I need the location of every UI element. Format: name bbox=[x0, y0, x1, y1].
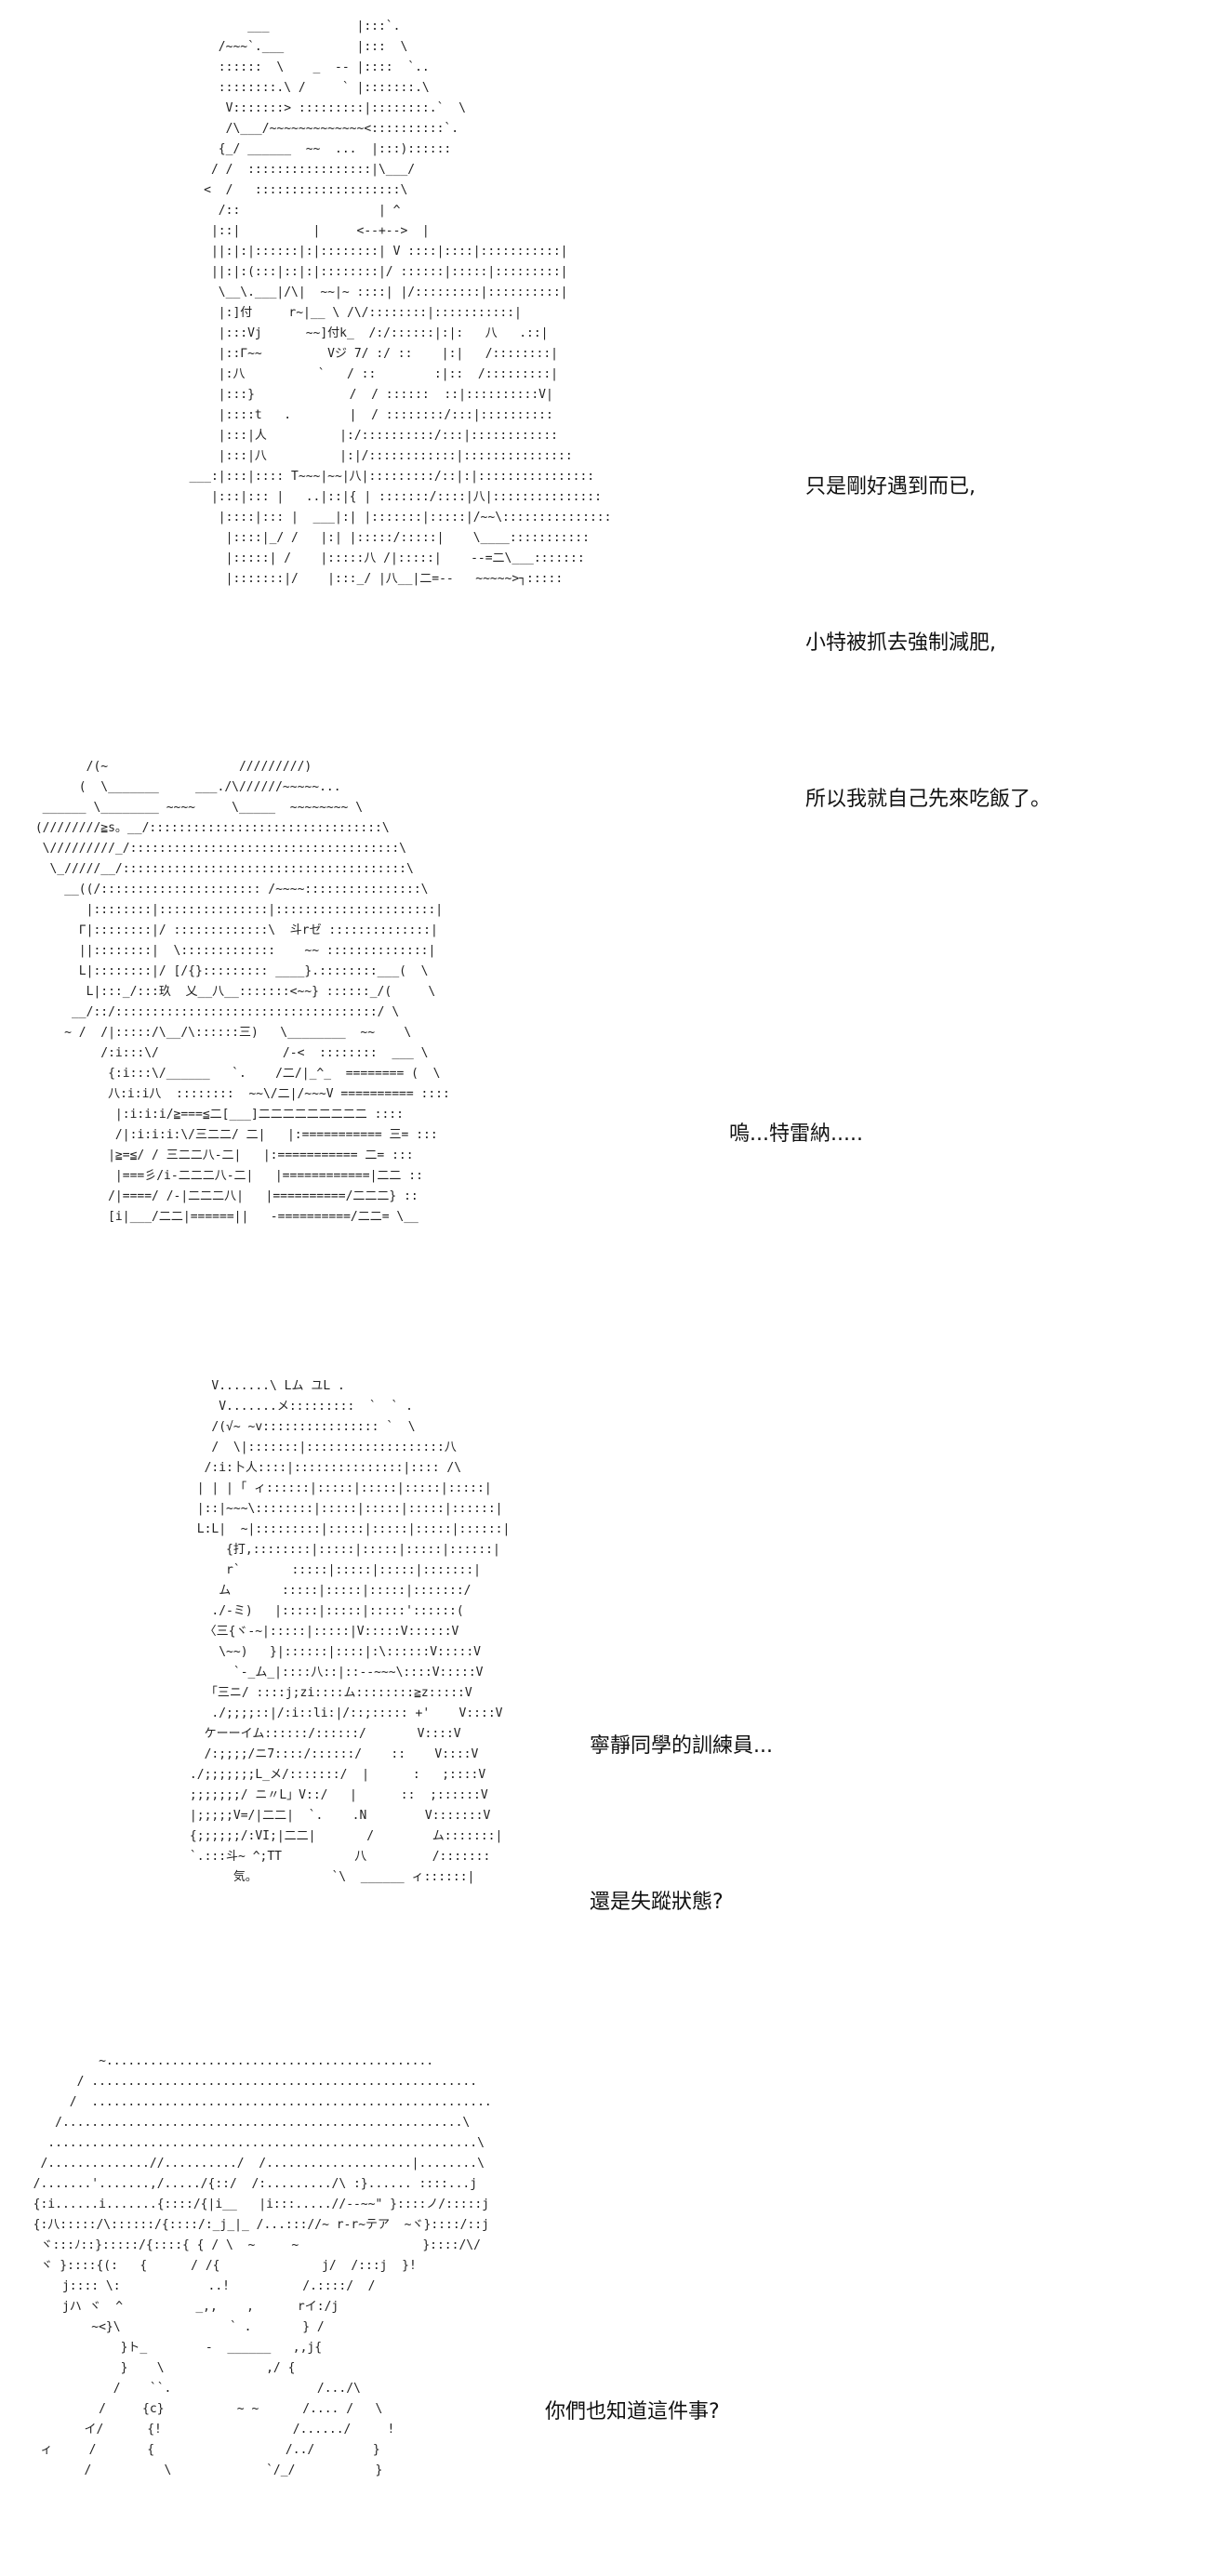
ascii-art-character: /(~ /////////) ( \_______ ___./\//////~~… bbox=[34, 760, 450, 1224]
ascii-art-character: ___ |:::`. /~~~`.___ |::: \ :::::: \ _ -… bbox=[189, 20, 612, 586]
panel-2: /(~ /////////) ( \_______ ___./\//////~~… bbox=[0, 744, 1209, 1348]
panel-4: ~.......................................… bbox=[0, 2046, 1209, 2576]
dialogue-text: 寧靜同學的訓練員... 還是失蹤狀態? bbox=[590, 1616, 773, 2033]
dialogue-line: 只是剛好遇到而已, bbox=[805, 475, 976, 498]
panel-1: ___ |:::`. /~~~`.___ |::: \ :::::: \ _ -… bbox=[0, 0, 1209, 811]
dialogue-text: 嗚...特雷納..... bbox=[729, 1004, 863, 1265]
dialogue-text: 只是剛好遇到而已, 小特被抓去強制減肥, 所以我就自己先來吃飯了。 bbox=[805, 357, 1051, 930]
dialogue-line: 還是失蹤狀態? bbox=[590, 1891, 724, 1914]
dialogue-line: 所以我就自己先來吃飯了。 bbox=[805, 788, 1052, 811]
dialogue-text: 你們也知道這件事? bbox=[545, 2282, 720, 2543]
dialogue-line: 小特被抓去強制減肥, bbox=[805, 631, 996, 655]
dialogue-line: 你們也知道這件事? bbox=[545, 2400, 720, 2423]
dialogue-line: 嗚...特雷納..... bbox=[729, 1122, 863, 1146]
panel-3: V.......\ Lム ユL . V.......メ::::::::: ` `… bbox=[0, 1367, 1209, 2037]
dialogue-line: 寧靜同學的訓練員... bbox=[590, 1734, 773, 1758]
ascii-art-character: V.......\ Lム ユL . V.......メ::::::::: ` `… bbox=[189, 1379, 511, 1884]
ascii-art-character: ~.......................................… bbox=[33, 2054, 492, 2477]
